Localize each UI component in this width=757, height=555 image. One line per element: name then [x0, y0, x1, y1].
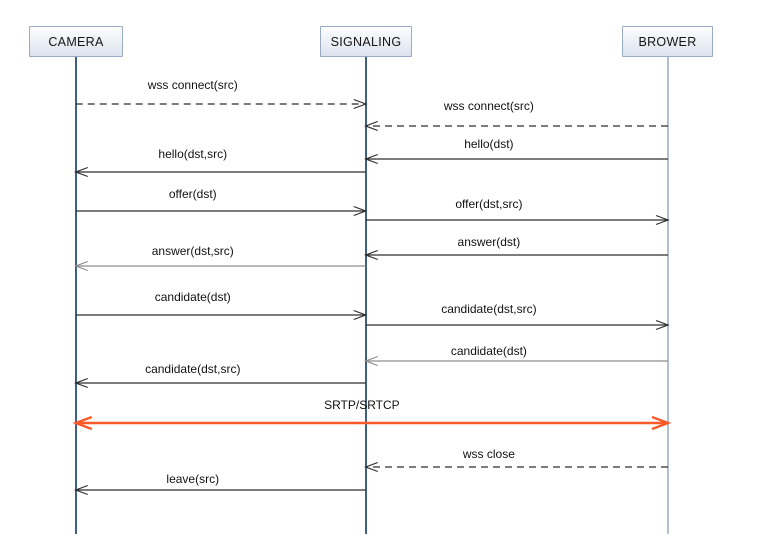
message-label-9: candidate(dst,src): [441, 302, 537, 316]
arrowhead: [364, 461, 378, 473]
arrowhead: [651, 415, 672, 431]
arrowhead: [364, 249, 378, 261]
message-label-6: answer(dst): [457, 235, 521, 249]
message-label-12: SRTP/SRTCP: [324, 398, 400, 412]
arrowhead: [353, 205, 368, 217]
actor-label-brower: BROWER: [638, 34, 697, 49]
message-label-1: wss connect(src): [443, 99, 534, 113]
message-label-7: answer(dst,src): [151, 244, 234, 258]
arrowhead: [74, 166, 88, 178]
arrowhead: [74, 377, 88, 389]
arrowhead: [364, 355, 378, 367]
message-label-13: wss close: [462, 447, 515, 461]
message-label-2: hello(dst): [464, 137, 514, 151]
message-label-3: hello(dst,src): [158, 147, 228, 161]
lifeline-brower: [667, 57, 669, 534]
message-label-10: candidate(dst): [450, 344, 527, 358]
message-label-0: wss connect(src): [147, 78, 238, 92]
message-label-11: candidate(dst,src): [145, 362, 241, 376]
arrowhead: [353, 98, 368, 110]
message-label-14: leave(src): [166, 472, 220, 486]
actor-label-signaling: SIGNALING: [330, 34, 402, 49]
message-label-4: offer(dst): [168, 187, 217, 201]
message-label-5: offer(dst,src): [455, 197, 523, 211]
arrowhead: [364, 153, 378, 165]
arrowhead: [74, 484, 88, 496]
actor-label-camera: CAMERA: [48, 34, 104, 49]
arrowhead: [364, 120, 378, 132]
actor-box-signaling: SIGNALING: [320, 26, 412, 57]
lifeline-signaling: [365, 57, 367, 534]
actor-box-brower: BROWER: [622, 26, 713, 57]
actor-box-camera: CAMERA: [29, 26, 123, 57]
lifeline-camera: [75, 57, 77, 534]
arrowhead: [353, 309, 368, 321]
message-label-8: candidate(dst): [154, 290, 231, 304]
arrowhead: [74, 260, 88, 272]
arrowhead: [72, 415, 93, 431]
